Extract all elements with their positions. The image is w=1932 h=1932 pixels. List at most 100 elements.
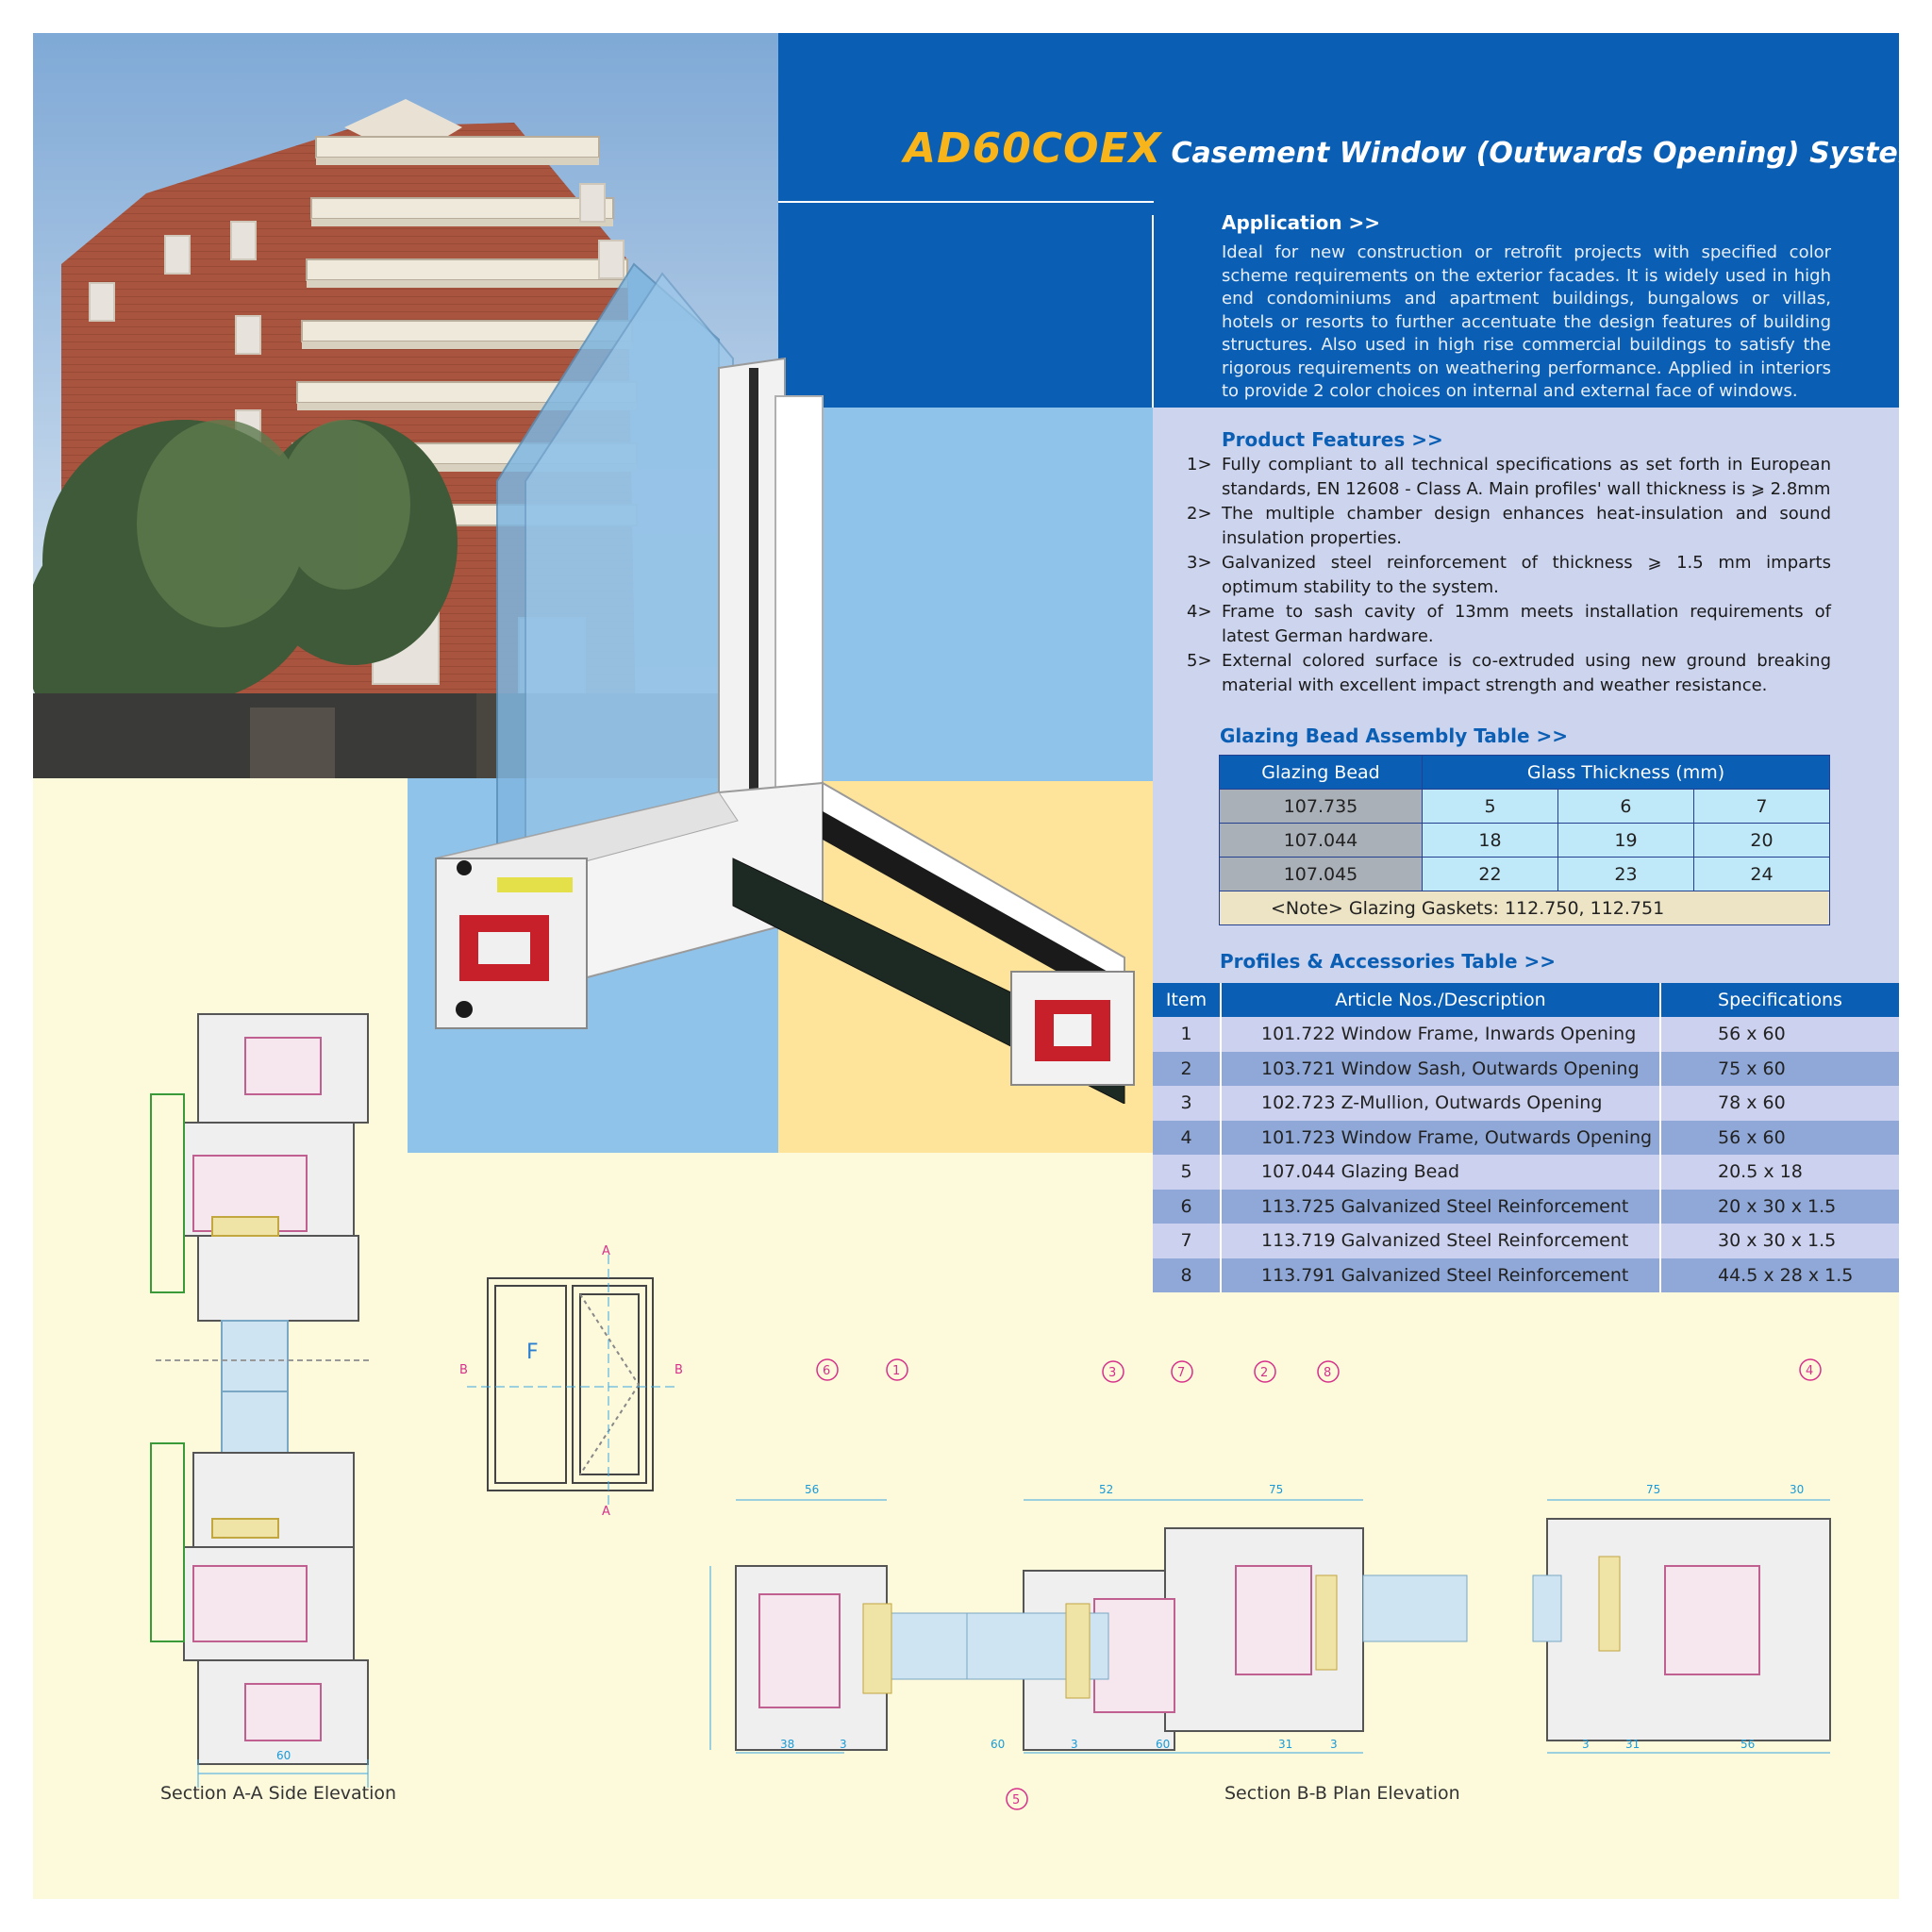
lightblue-panel-right [778,408,1153,781]
item-cell: 1 [1153,1017,1222,1052]
description-cell: 101.722 Window Frame, Inwards Opening [1221,1017,1661,1052]
column-header: Article Nos./Description [1221,983,1661,1017]
callout-label: 7 [1177,1366,1185,1380]
application-heading: Application >> [1222,211,1381,234]
spec-cell: 75 x 60 [1660,1051,1899,1086]
item-cell: 2 [1153,1051,1222,1086]
dimension-label: 60 [276,1749,291,1762]
dimension-label: 31 [1625,1738,1640,1751]
callout-label: 3 [1108,1366,1116,1380]
item-cell: 7 [1153,1224,1222,1258]
item-cell: 4 [1153,1120,1222,1155]
feature-item: 5> External colored surface is co-extrud… [1187,649,1831,698]
title-banner [778,33,1899,408]
page-title: AD60COEX Casement Window (Outwards Openin… [904,125,1927,173]
table-row: 8 113.791 Galvanized Steel Reinforcement… [1153,1257,1899,1292]
table-header-row: Item Article Nos./Description Specificat… [1153,983,1899,1017]
spec-cell: 56 x 60 [1660,1120,1899,1155]
item-cell: 8 [1153,1257,1222,1292]
table-row: 107.044 18 19 20 [1219,823,1831,858]
table-cell: 19 [1557,823,1694,858]
callout-label: 4 [1806,1364,1813,1378]
dimension-label: 3 [840,1738,847,1751]
callout-label: 5 [1012,1793,1020,1807]
section-letter: A [602,1244,610,1258]
sash-letter: F [526,1341,539,1364]
window-cutaway-illustration [408,255,1153,1105]
feature-text: External colored surface is co-extruded … [1222,651,1831,695]
table-cell: 6 [1557,789,1694,824]
dimension-label: 38 [780,1738,794,1751]
dimension-label: 31 [1278,1738,1292,1751]
spec-cell: 20.5 x 18 [1660,1155,1899,1190]
product-name: Casement Window (Outwards Opening) Syste… [1171,137,1928,170]
table-cell: 5 [1422,789,1558,824]
description-cell: 113.719 Galvanized Steel Reinforcement [1221,1224,1661,1258]
description-cell: 113.791 Galvanized Steel Reinforcement [1221,1257,1661,1292]
feature-number: 3> [1187,553,1212,573]
profiles-accessories-table: Item Article Nos./Description Specificat… [1153,983,1899,1292]
feature-text: Galvanized steel reinforcement of thickn… [1222,553,1831,597]
dimension-label: 52 [1099,1483,1113,1496]
description-cell: 101.723 Window Frame, Outwards Opening [1221,1120,1661,1155]
feature-text: Frame to sash cavity of 13mm meets insta… [1222,602,1831,646]
table-cell: 20 [1692,823,1831,858]
dimension-label: 60 [1156,1738,1170,1751]
feature-item: 2> The multiple chamber design enhances … [1187,502,1831,551]
item-cell: 3 [1153,1086,1222,1121]
dimension-label: 75 [1646,1483,1660,1496]
callout-label: 8 [1324,1366,1331,1380]
product-code: AD60COEX [904,125,1162,173]
section-letter: B [675,1363,683,1377]
application-text: Ideal for new construction or retrofit p… [1222,242,1831,401]
spec-cell: 44.5 x 28 x 1.5 [1660,1257,1899,1292]
table-cell: 107.044 [1219,823,1423,858]
technical-drawings: 60 B B A A F [33,991,1899,1840]
callout-label: 2 [1260,1366,1268,1380]
table-cell: 23 [1557,857,1694,891]
table-row: 107.045 22 23 24 [1219,857,1831,891]
callout-label: 1 [892,1364,900,1378]
feature-number: 4> [1187,602,1212,622]
table-row: 6 113.725 Galvanized Steel Reinforcement… [1153,1189,1899,1224]
table-cell: 18 [1422,823,1558,858]
profiles-table-heading: Profiles & Accessories Table >> [1220,950,1557,973]
feature-number: 5> [1187,651,1212,671]
table-row: 2 103.721 Window Sash, Outwards Opening … [1153,1051,1899,1086]
table-cell: 7 [1692,789,1831,824]
dimension-label: 75 [1269,1483,1283,1496]
column-header: Specifications [1660,983,1899,1017]
table-cell: 107.045 [1219,857,1423,891]
table-note: <Note> Glazing Gaskets: 112.750, 112.751 [1219,891,1830,925]
table-cell: 24 [1692,857,1831,891]
vertical-divider [1152,215,1154,408]
section-letter: A [602,1505,610,1519]
dimension-label: 56 [1740,1738,1755,1751]
feature-item: 3> Galvanized steel reinforcement of thi… [1187,551,1831,600]
spec-cell: 20 x 30 x 1.5 [1660,1189,1899,1224]
dimension-label: 56 [805,1483,819,1496]
feature-number: 2> [1187,504,1212,524]
dimension-label: 3 [1582,1738,1590,1751]
section-letter: B [459,1363,468,1377]
feature-text: Fully compliant to all technical specifi… [1222,455,1831,499]
callout-label: 6 [823,1364,830,1378]
table-row: 7 113.719 Galvanized Steel Reinforcement… [1153,1224,1899,1258]
glazing-table-heading: Glazing Bead Assembly Table >> [1220,724,1569,747]
description-cell: 103.721 Window Sash, Outwards Opening [1221,1051,1661,1086]
features-heading: Product Features >> [1222,428,1443,451]
table-row: 4 101.723 Window Frame, Outwards Opening… [1153,1120,1899,1155]
title-rule [778,201,1154,203]
table-note-row: <Note> Glazing Gaskets: 112.750, 112.751 [1219,891,1830,925]
feature-text: The multiple chamber design enhances hea… [1222,504,1831,548]
table-row: 5 107.044 Glazing Bead 20.5 x 18 [1153,1155,1899,1190]
spec-cell: 30 x 30 x 1.5 [1660,1224,1899,1258]
item-cell: 5 [1153,1155,1222,1190]
spec-cell: 78 x 60 [1660,1086,1899,1121]
column-header: Glazing Bead [1219,755,1423,790]
description-cell: 102.723 Z-Mullion, Outwards Opening [1221,1086,1661,1121]
column-header: Item [1153,983,1222,1017]
feature-item: 4> Frame to sash cavity of 13mm meets in… [1187,600,1831,649]
table-cell: 22 [1422,857,1558,891]
